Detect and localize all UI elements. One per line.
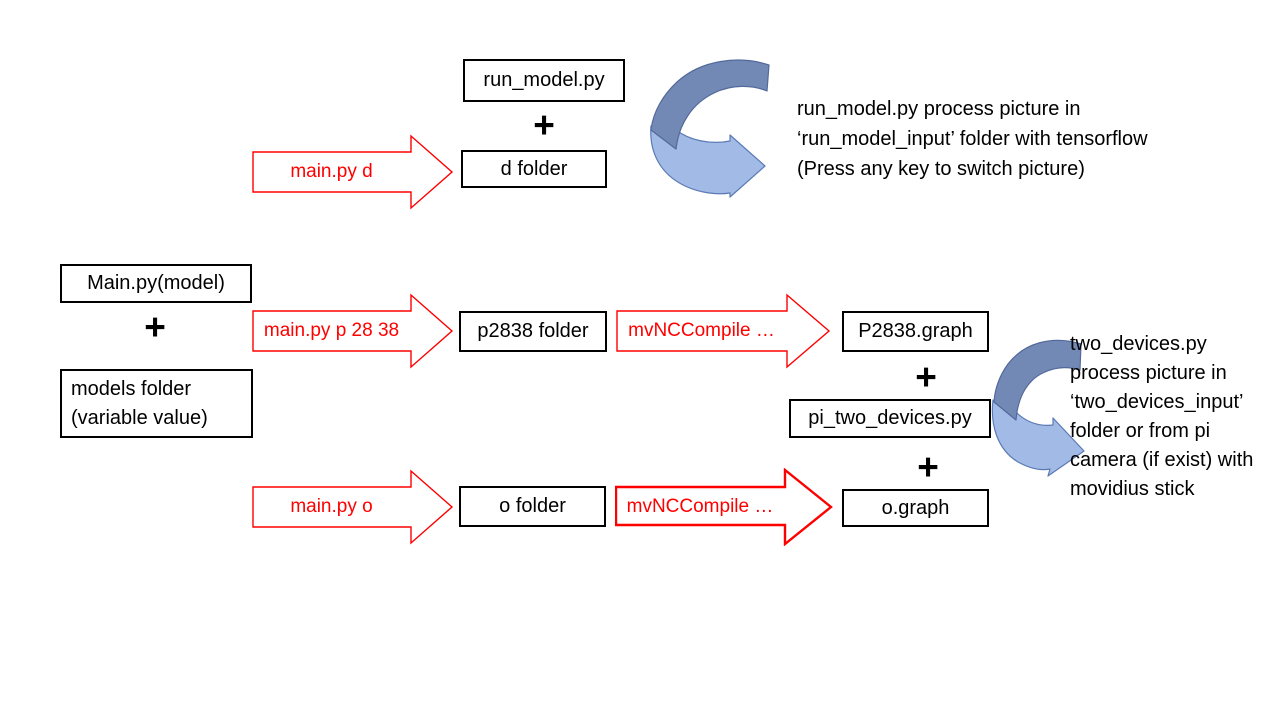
swoosh-arrow-right-icon bbox=[988, 334, 1090, 484]
plus-icon-left: + bbox=[144, 306, 166, 348]
box-d-folder: d folder bbox=[461, 150, 607, 188]
arrow-main-py-d: main.py d bbox=[252, 134, 454, 210]
box-p2838-graph: P2838.graph bbox=[842, 311, 989, 352]
arrow-main-py-o: main.py o bbox=[252, 469, 454, 545]
box-models-folder: models folder (variable value) bbox=[60, 369, 253, 438]
swoosh-arrow-top-icon bbox=[643, 56, 778, 198]
box-o-folder: o folder bbox=[459, 486, 606, 527]
block-arrow-icon bbox=[616, 293, 831, 369]
block-arrow-icon bbox=[252, 134, 454, 210]
box-pi-two-devices-label: pi_two_devices.py bbox=[808, 407, 972, 429]
box-run-model: run_model.py bbox=[463, 59, 625, 102]
box-o-graph-label: o.graph bbox=[881, 496, 950, 519]
box-o-graph: o.graph bbox=[842, 489, 989, 527]
arrow-mvnccompile-bottom: mvNCCompile … bbox=[615, 468, 833, 546]
box-d-folder-label: d folder bbox=[500, 157, 568, 180]
arrow-mvnccompile-top: mvNCCompile … bbox=[616, 293, 831, 369]
arrow-main-py-p-28-38: main.py p 28 38 bbox=[252, 293, 454, 369]
box-p2838-folder: p2838 folder bbox=[459, 311, 607, 352]
box-main-py-model-label: Main.py(model) bbox=[87, 272, 225, 294]
arrow-main-py-o-label: main.py o bbox=[290, 496, 373, 517]
note-two-devices: two_devices.py process picture in ‘two_d… bbox=[1070, 333, 1254, 500]
arrow-mvnccompile-bottom-label: mvNCCompile … bbox=[626, 496, 774, 517]
block-arrow-icon bbox=[615, 468, 833, 546]
note-run-model: run_model.py process picture in ‘run_mod… bbox=[797, 98, 1148, 180]
box-run-model-label: run_model.py bbox=[483, 69, 605, 91]
box-pi-two-devices: pi_two_devices.py bbox=[789, 399, 991, 438]
box-p2838-folder-label: p2838 folder bbox=[477, 320, 589, 342]
arrow-main-py-p-28-38-label: main.py p 28 38 bbox=[263, 320, 400, 341]
arrow-main-py-d-label: main.py d bbox=[290, 161, 373, 182]
plus-icon-top: + bbox=[533, 104, 555, 146]
box-main-py-model: Main.py(model) bbox=[60, 264, 252, 303]
block-arrow-icon bbox=[252, 469, 454, 545]
box-p2838-graph-label: P2838.graph bbox=[858, 320, 973, 342]
plus-icon-right-upper: + bbox=[915, 356, 937, 398]
box-o-folder-label: o folder bbox=[499, 495, 566, 517]
box-models-folder-label: models folder (variable value) bbox=[71, 377, 208, 429]
block-arrow-icon bbox=[252, 293, 454, 369]
arrow-mvnccompile-top-label: mvNCCompile … bbox=[628, 320, 775, 341]
plus-icon-right-lower: + bbox=[917, 446, 939, 488]
